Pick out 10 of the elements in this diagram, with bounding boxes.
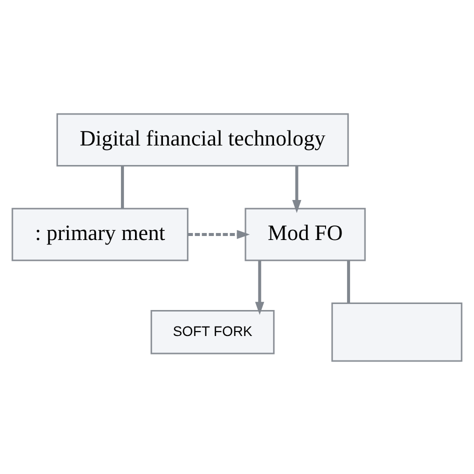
node-box: [331, 302, 462, 362]
arrow: [255, 260, 264, 314]
node-box: SOFT FORK: [150, 309, 275, 354]
arrow: [292, 166, 302, 213]
connector: [347, 260, 350, 302]
node-box: : primary ment: [12, 207, 188, 261]
arrow: [188, 229, 250, 239]
node-box: Digital financial technology: [56, 112, 349, 166]
node-box: Mod FO: [244, 207, 366, 261]
connector: [120, 166, 124, 208]
